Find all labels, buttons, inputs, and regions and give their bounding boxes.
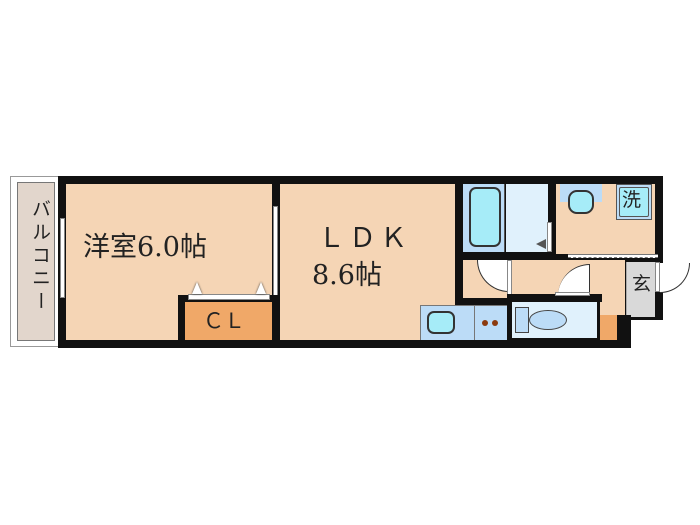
bath-door <box>547 222 552 252</box>
toilet-door <box>555 292 590 296</box>
entrance-door <box>655 262 660 292</box>
entrance-door-swing <box>660 263 690 293</box>
closet-door-marker-icon <box>192 282 202 294</box>
washer-inner <box>619 187 649 217</box>
closet-label: ＣＬ <box>203 309 245 333</box>
closet-door-marker-icon <box>256 282 266 294</box>
washroom-sliding-door <box>568 254 658 258</box>
entrance: 玄 <box>626 262 655 317</box>
toilet-bowl <box>529 310 567 330</box>
entrance-wall <box>617 315 631 348</box>
interior-door-ldk <box>273 206 278 296</box>
closet-door <box>188 294 270 300</box>
hallway-lower <box>600 260 625 318</box>
bathtub <box>469 187 501 247</box>
balcony: バルコニー <box>10 176 62 347</box>
western-room-label: 洋室6.0帖 <box>83 232 207 263</box>
toilet-tank <box>515 307 529 333</box>
balcony-label: バルコニー <box>29 199 51 314</box>
washer-label: 洗 <box>622 189 642 211</box>
kitchen-sink <box>427 311 455 334</box>
closet: ＣＬ <box>185 302 272 340</box>
stove-burner-icon <box>492 320 498 326</box>
wash-basin <box>568 190 594 214</box>
washer-box: 洗 <box>616 184 652 220</box>
ldk-size-label: 8.6帖 <box>312 260 382 291</box>
western-window <box>60 218 65 298</box>
entrance-label: 玄 <box>632 273 652 295</box>
balcony-floor <box>17 182 55 341</box>
toilet-wall <box>507 294 602 302</box>
door-arrow-icon <box>536 239 546 249</box>
ldk-door <box>507 260 512 298</box>
stove-burner-icon <box>482 320 488 326</box>
ldk-label: ＬＤＫ <box>318 223 411 254</box>
counter-divider <box>474 305 475 340</box>
